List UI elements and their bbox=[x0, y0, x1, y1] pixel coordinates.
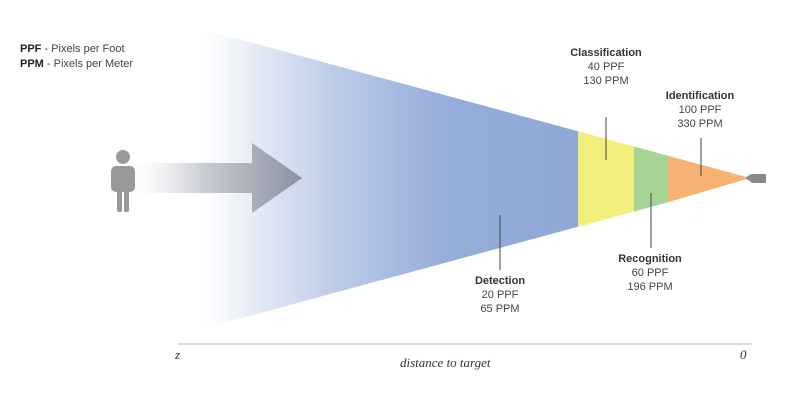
arrow-icon bbox=[125, 143, 302, 213]
classification-ppm: 130 PPM bbox=[583, 75, 629, 87]
detection-title: Detection bbox=[474, 275, 526, 287]
legend: PPF - Pixels per Foot PPM - Pixels per M… bbox=[20, 42, 133, 72]
axis-right-label: 0 bbox=[740, 347, 747, 362]
recognition-ppm: 196 PPM bbox=[627, 281, 673, 293]
classification-title: Classification bbox=[570, 47, 642, 59]
detection-ppf: 20 PPF bbox=[481, 289, 519, 301]
classification-label: Classification 40 PPF 130 PPM bbox=[570, 46, 642, 88]
classification-zone bbox=[578, 131, 634, 227]
recognition-label: Recognition 60 PPF 196 PPM bbox=[618, 252, 682, 294]
camera-icon bbox=[745, 174, 766, 183]
detection-label: Detection 20 PPF 65 PPM bbox=[475, 274, 525, 316]
identification-ppm: 330 PPM bbox=[677, 118, 723, 130]
legend-ppm: PPM - Pixels per Meter bbox=[20, 58, 134, 70]
identification-title: Identification bbox=[665, 90, 735, 102]
axis-left-label: z bbox=[175, 347, 181, 362]
identification-zone bbox=[668, 155, 750, 203]
recognition-title: Recognition bbox=[618, 253, 682, 265]
identification-label: Identification 100 PPF 330 PPM bbox=[666, 89, 734, 131]
detection-ppm: 65 PPM bbox=[480, 303, 520, 315]
classification-ppf: 40 PPF bbox=[587, 61, 625, 73]
axis-center-label: distance to target bbox=[400, 355, 491, 370]
person-icon bbox=[111, 150, 135, 212]
identification-ppf: 100 PPF bbox=[678, 104, 722, 116]
recognition-zone bbox=[634, 146, 668, 212]
detection-zone bbox=[205, 30, 578, 328]
recognition-ppf: 60 PPF bbox=[631, 267, 669, 279]
legend-ppf: PPF - Pixels per Foot bbox=[20, 43, 125, 55]
